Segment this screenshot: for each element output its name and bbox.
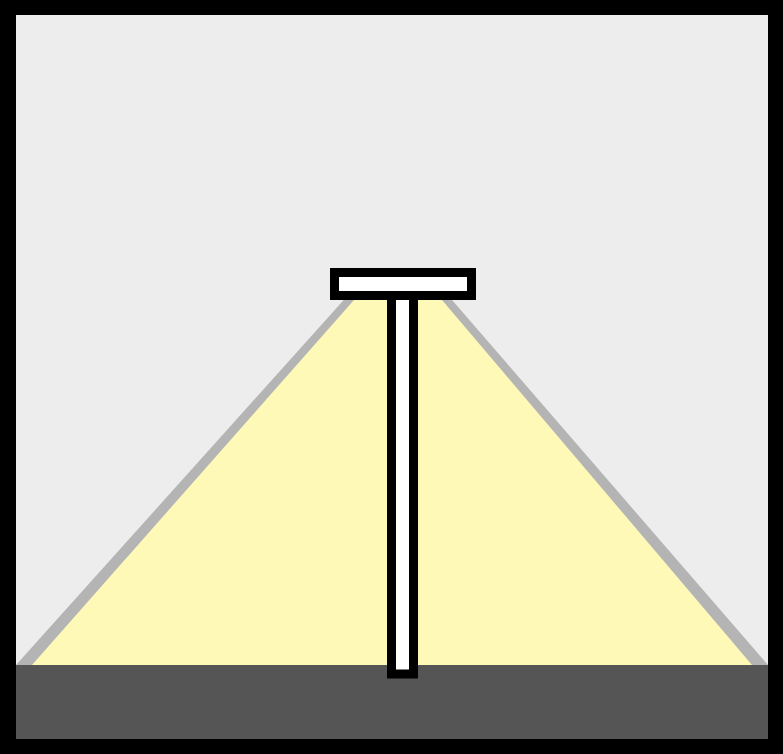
lamp-post bbox=[387, 288, 418, 679]
lamp-head bbox=[330, 268, 476, 300]
